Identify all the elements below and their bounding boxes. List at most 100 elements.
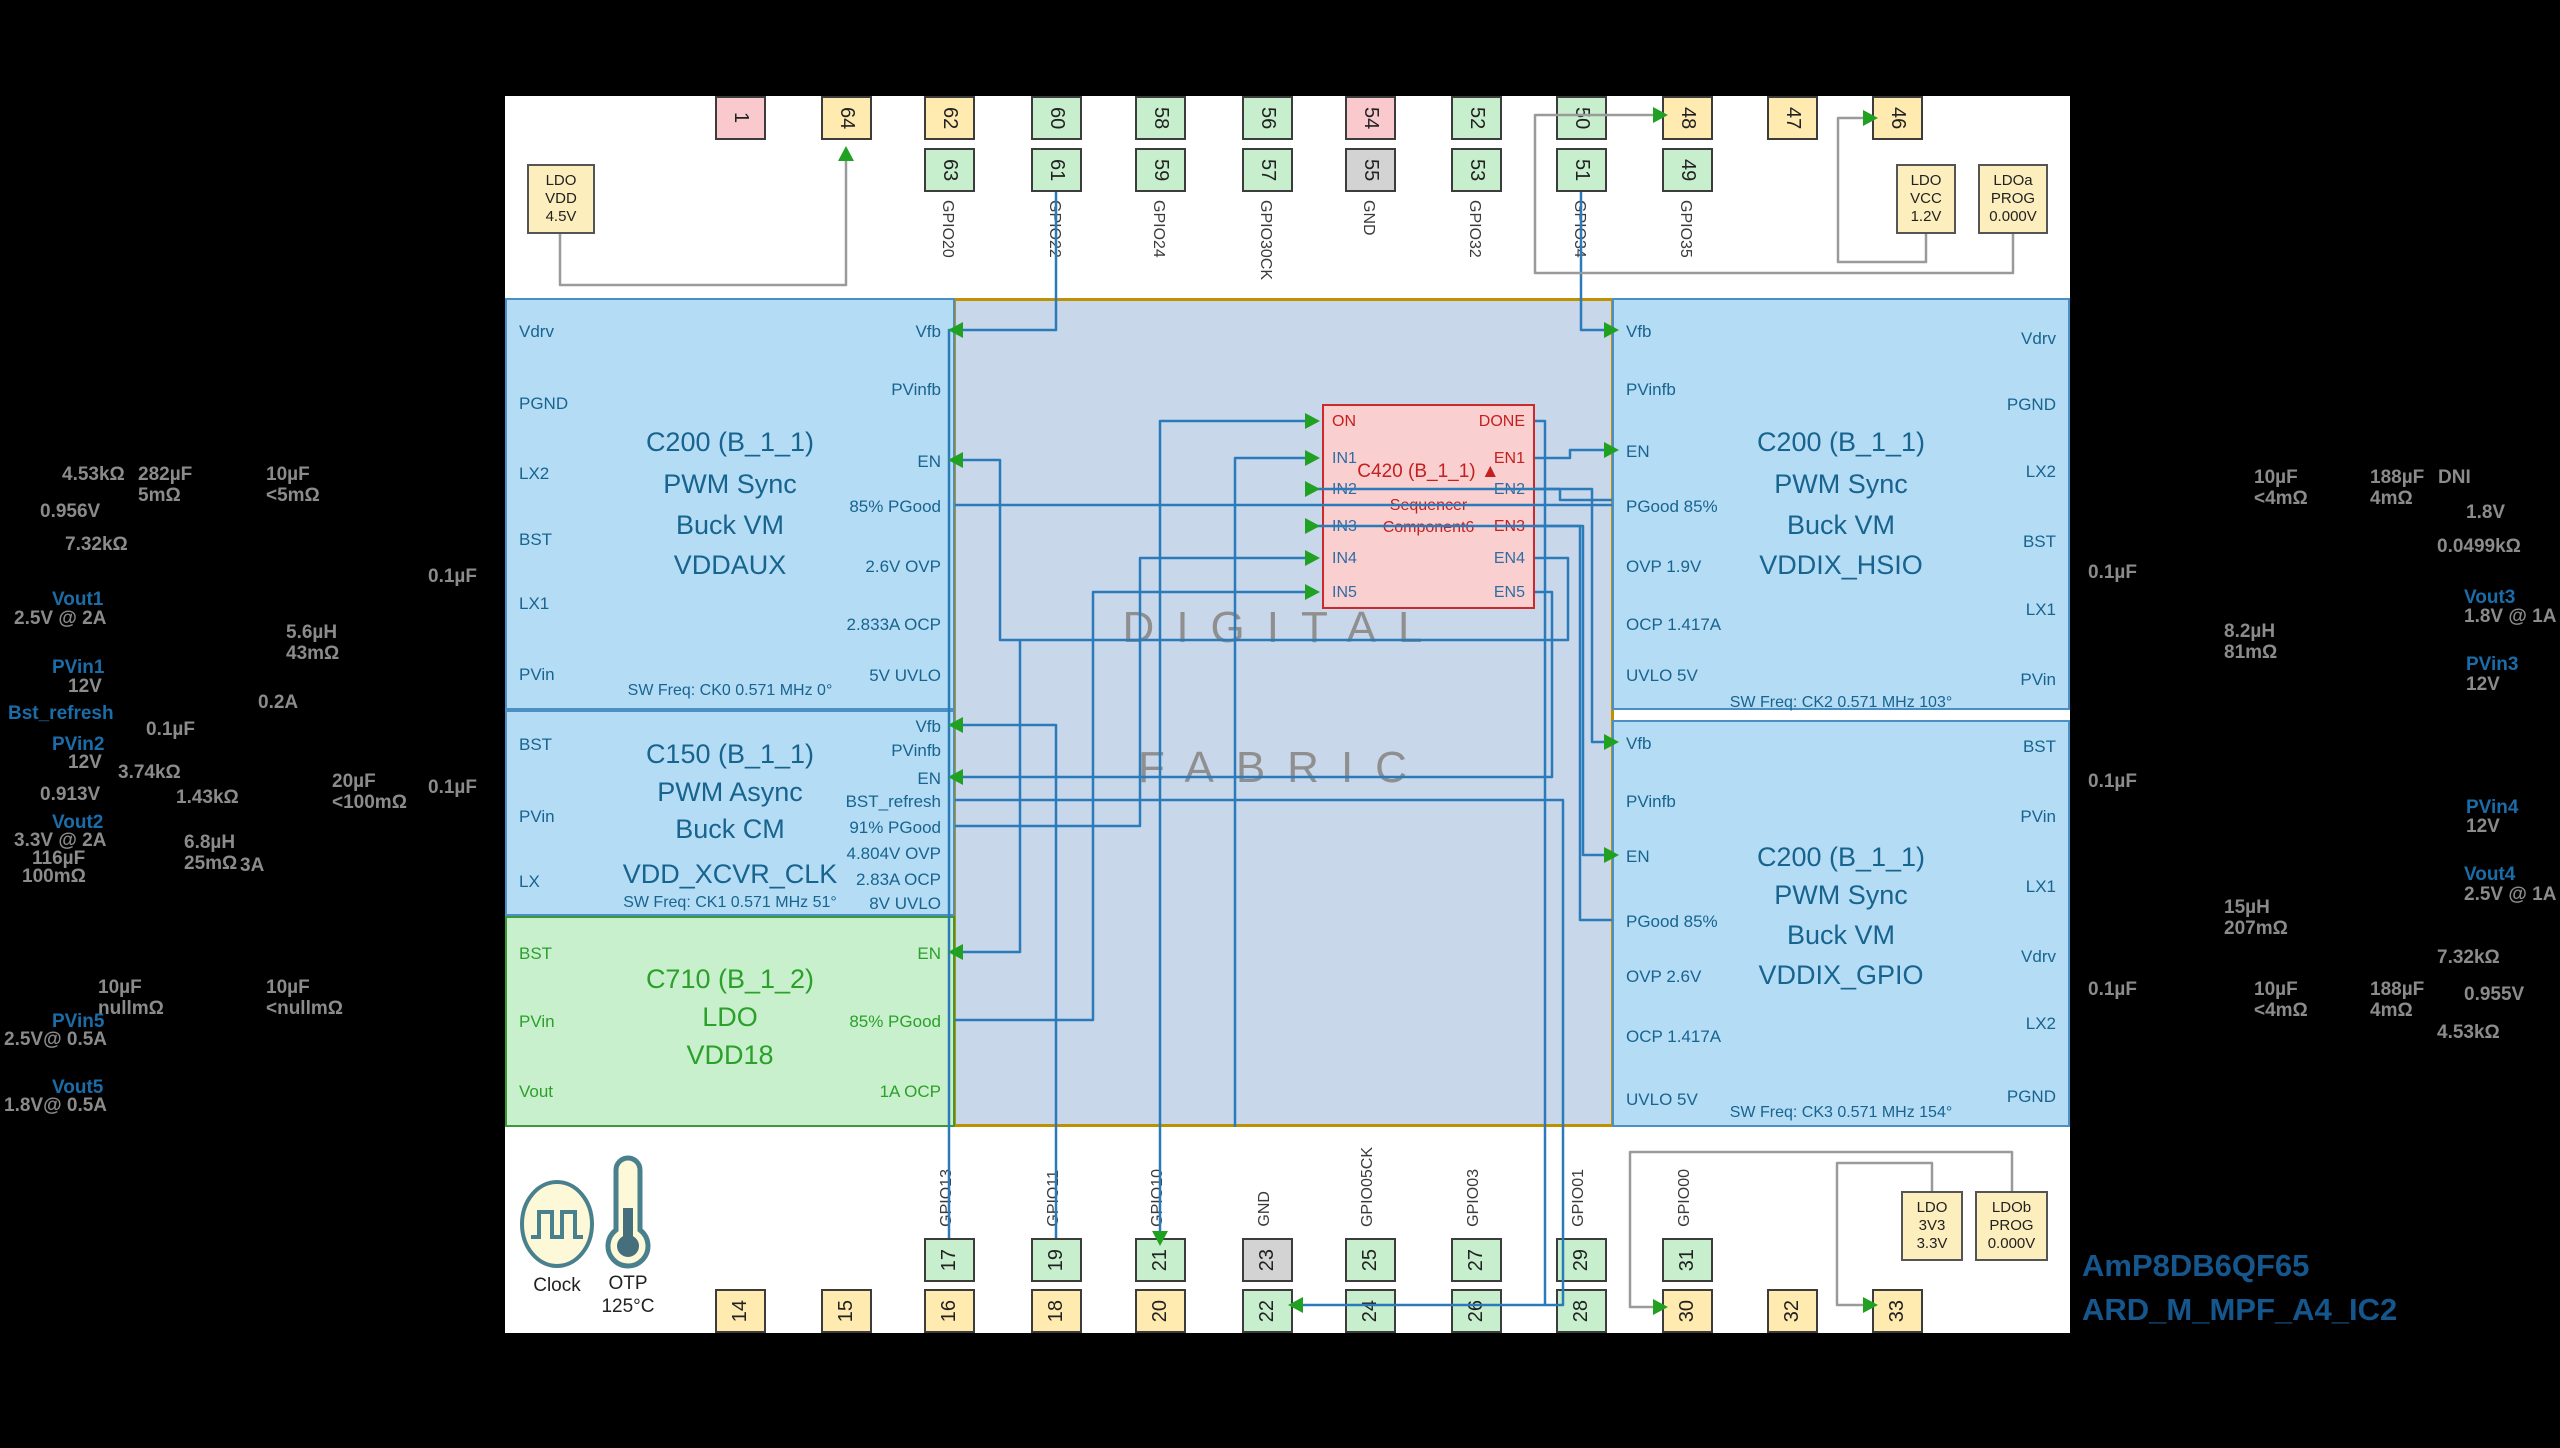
pin-32[interactable]: 32: [1767, 1289, 1818, 1333]
pin-29[interactable]: 29: [1556, 1238, 1607, 1282]
pin-61[interactable]: 61: [1031, 148, 1082, 192]
pin-50[interactable]: 50: [1556, 96, 1607, 140]
pin-number: 16: [938, 1299, 960, 1323]
pin-57[interactable]: 57: [1242, 148, 1293, 192]
pin-label-GPIO30CK: GPIO30CK: [1257, 200, 1274, 281]
port-EN: EN: [1626, 847, 1650, 866]
external-value: 10µF <5mΩ: [266, 464, 320, 506]
block-sw-freq: SW Freq: CK1 0.571 MHz 51°: [623, 894, 837, 911]
pin-label-GPIO10: GPIO10: [1149, 1169, 1166, 1227]
pin-number: 27: [1465, 1248, 1487, 1272]
pin-number: 23: [1256, 1248, 1278, 1272]
port-EN: EN: [917, 769, 941, 788]
pin-53[interactable]: 53: [1451, 148, 1502, 192]
pin-15[interactable]: 15: [821, 1289, 872, 1333]
pin-18[interactable]: 18: [1031, 1289, 1082, 1333]
pin-60[interactable]: 60: [1031, 96, 1082, 140]
pin-59[interactable]: 59: [1135, 148, 1186, 192]
ldo-box-line: PROG: [1990, 190, 2036, 207]
pin-20[interactable]: 20: [1135, 1289, 1186, 1333]
port-LX1: LX1: [2025, 600, 2056, 619]
pin-58[interactable]: 58: [1135, 96, 1186, 140]
pin-number: 15: [835, 1299, 857, 1323]
port-PGND: PGND: [2006, 1087, 2056, 1106]
pin-62[interactable]: 62: [924, 96, 975, 140]
pin-54[interactable]: 54: [1345, 96, 1396, 140]
port-Vdrv: Vdrv: [2021, 329, 2056, 348]
external-value: 10µF nullmΩ: [98, 977, 164, 1019]
pin-55[interactable]: 55: [1345, 148, 1396, 192]
pin-19[interactable]: 19: [1031, 1238, 1082, 1282]
pin-30[interactable]: 30: [1662, 1289, 1713, 1333]
pin-number: 25: [1359, 1248, 1381, 1272]
pin-number: 51: [1571, 158, 1593, 182]
pin-26[interactable]: 26: [1451, 1289, 1502, 1333]
pin-64[interactable]: 64: [821, 96, 872, 140]
pin-63[interactable]: 63: [924, 148, 975, 192]
pin-label-GPIO01: GPIO01: [1570, 1169, 1587, 1227]
ldo-box-line: 4.5V: [545, 208, 577, 225]
pin-16[interactable]: 16: [924, 1289, 975, 1333]
port-PVinfb: PVinfb: [1626, 380, 1676, 399]
port-1A OCP: 1A OCP: [879, 1082, 941, 1101]
clock-label: Clock: [533, 1275, 581, 1296]
pin-17[interactable]: 17: [924, 1238, 975, 1282]
external-value: 0.956V: [40, 501, 101, 522]
external-value: 12V: [68, 752, 102, 773]
port-BST: BST: [2022, 737, 2056, 756]
pin-27[interactable]: 27: [1451, 1238, 1502, 1282]
port-Vdrv: Vdrv: [519, 322, 554, 341]
pin-23[interactable]: 23: [1242, 1238, 1293, 1282]
fabric-word-1: DIGITAL: [1122, 603, 1445, 652]
pin-46[interactable]: 46: [1872, 96, 1923, 140]
pin-number: 31: [1676, 1248, 1698, 1272]
port-4.804V OVP: 4.804V OVP: [846, 844, 941, 863]
external-value: PVin2: [52, 734, 105, 755]
pin-number: 48: [1677, 106, 1699, 130]
pin-33[interactable]: 33: [1872, 1289, 1923, 1333]
pin-21[interactable]: 21: [1135, 1238, 1186, 1282]
fabric-word-2: FABRIC: [1138, 743, 1429, 792]
pin-56[interactable]: 56: [1242, 96, 1293, 140]
pin-31[interactable]: 31: [1662, 1238, 1713, 1282]
pin-label-GPIO22: GPIO22: [1046, 200, 1063, 258]
port-5V UVLO: 5V UVLO: [869, 666, 941, 685]
ldo-box-line: 3.3V: [1916, 1235, 1948, 1252]
pin-25[interactable]: 25: [1345, 1238, 1396, 1282]
pin-14[interactable]: 14: [715, 1289, 766, 1333]
pin-28[interactable]: 28: [1556, 1289, 1607, 1333]
pin-number: 24: [1359, 1299, 1381, 1323]
pin-49[interactable]: 49: [1662, 148, 1713, 192]
pin-51[interactable]: 51: [1556, 148, 1607, 192]
port-Vfb: Vfb: [1626, 734, 1652, 753]
port-PGND: PGND: [519, 394, 569, 413]
pin-1[interactable]: 1: [715, 96, 766, 140]
pin-47[interactable]: 47: [1767, 96, 1818, 140]
port-OCP 1.417A: OCP 1.417A: [1626, 615, 1722, 634]
pin-number: 26: [1465, 1299, 1487, 1323]
port-OCP 1.417A: OCP 1.417A: [1626, 1027, 1722, 1046]
pin-52[interactable]: 52: [1451, 96, 1502, 140]
port-EN: EN: [1626, 442, 1650, 461]
pin-number: 21: [1149, 1248, 1171, 1272]
port-BST: BST: [519, 735, 553, 754]
pin-24[interactable]: 24: [1345, 1289, 1396, 1333]
block-sw-freq: SW Freq: CK2 0.571 MHz 103°: [1729, 694, 1953, 711]
pin-label-GND: GND: [1360, 200, 1377, 236]
pin-48[interactable]: 48: [1662, 96, 1713, 140]
external-value: Vout4: [2464, 864, 2516, 885]
port-LX1: LX1: [519, 594, 550, 613]
pin-22[interactable]: 22: [1242, 1289, 1293, 1333]
block-title: VDD_XCVR_CLK: [622, 859, 838, 889]
